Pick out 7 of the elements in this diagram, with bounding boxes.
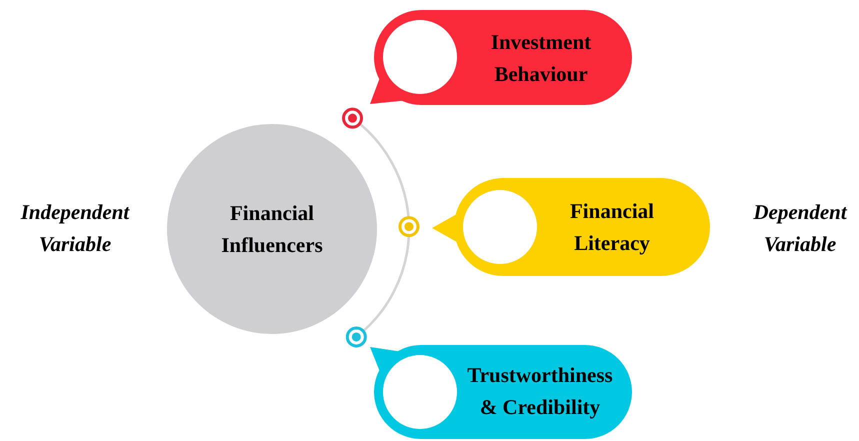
node-label: Financial Literacy <box>568 198 655 257</box>
node-label: Trustworthiness & Credibility <box>466 362 614 421</box>
node-label: Financial Influencers <box>220 200 324 259</box>
speech-bubble <box>430 178 710 276</box>
axis-label: Dependent Variable <box>752 199 848 258</box>
axis-label: Independent Variable <box>20 199 131 258</box>
node-label: Investment Behaviour <box>490 29 592 88</box>
